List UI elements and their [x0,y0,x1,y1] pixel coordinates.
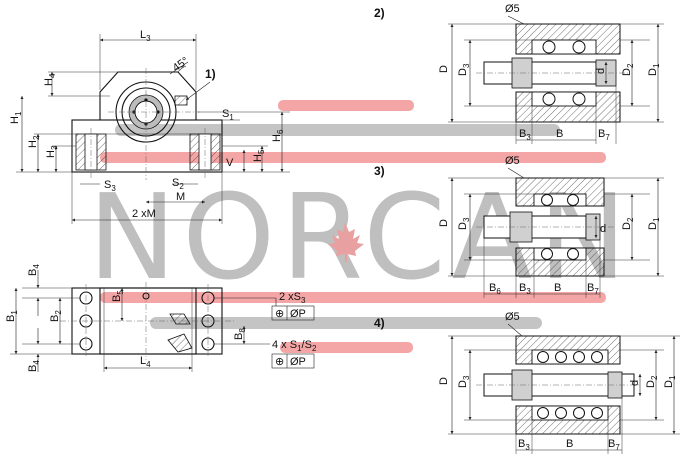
dim-B5: B5 [111,290,125,302]
tolerance-frame-2 [271,353,315,369]
svg-text:D3: D3 [457,63,471,76]
dim-H5: H5 [252,149,266,162]
section-2-phi: Ø5 [505,3,520,15]
svg-text:D1: D1 [647,217,661,230]
callout-1: 1) [205,67,216,81]
svg-text:ØP: ØP [290,308,306,320]
svg-text:D2: D2 [621,217,635,230]
svg-text:⊕: ⊕ [275,308,284,320]
svg-text:B7: B7 [587,282,599,296]
dim-2xM: 2 xM [132,208,156,220]
svg-text:B: B [566,438,573,450]
dim-L4: L4 [140,355,151,369]
section-4-phi: Ø5 [505,311,520,323]
dim-B8: B8 [233,328,247,340]
dim-B4-top: B4 [27,264,41,276]
dim-H4: H4 [43,73,57,86]
svg-text:D1: D1 [663,375,677,388]
pillow-housing [99,71,197,120]
label-4xS1S2: 4 x S1/S2 [272,339,317,353]
section-3-title: 3) [374,164,385,178]
watermark-bar-red-4 [280,342,413,353]
watermark-bar-red-3 [100,292,606,303]
dim-H6: H6 [271,129,285,142]
b2-ball-1 [542,40,556,54]
watermark-bar-gray-2 [150,317,542,329]
svg-text:D3: D3 [457,217,471,230]
bearing-section-4: 4) Ø5 D D3 d D2 D1 [374,311,680,454]
dim-S1: S1 [222,108,234,122]
section-2-title: 2) [374,6,385,20]
bearing-section-2: 2) Ø5 D D3 d D2 D1 [374,3,664,144]
label-2xS3: 2 xS3 [279,291,306,305]
dim-B2: B2 [49,310,63,322]
watermark-bar-red-2 [100,152,606,163]
bearing-section-3: 3) Ø5 D D3 d D2 D1 [374,155,664,298]
svg-text:B3: B3 [519,128,531,142]
pillow-top-view: B4 B1 B2 B4 B5 L4 B8 2 xS3 ⊕ ØP 4 [5,264,317,372]
dim-S3: S3 [104,179,116,193]
dim-M: M [176,191,185,203]
grease-nipple-top [169,313,191,325]
dim-B4-bottom: B4 [27,360,41,372]
svg-text:B: B [554,282,561,294]
svg-text:B7: B7 [598,128,610,142]
svg-text:D1: D1 [647,63,661,76]
dim-H1: H1 [9,111,23,124]
dim-S2: S2 [172,177,184,191]
svg-text:d: d [629,380,641,386]
svg-text:d: d [595,68,607,74]
dim-V: V [226,157,234,169]
svg-text:⊕: ⊕ [275,356,284,368]
watermark-bar-gray-1 [115,124,560,136]
svg-text:B7: B7 [608,438,620,452]
svg-text:B3: B3 [519,282,531,296]
maple-leaf-icon [328,222,364,262]
svg-text:ØP: ØP [290,356,306,368]
svg-text:D3: D3 [457,375,471,388]
pillow-front-view: L3 45° 1) H4 H1 H2 H3 S1 H6 H [9,29,290,224]
grease-nipple [174,95,188,106]
svg-text:B3: B3 [518,438,530,452]
dim-L3: L3 [140,29,151,43]
dim-B1: B1 [5,310,19,322]
tolerance-frame-1 [271,305,315,321]
watermark-bar-red-1 [278,100,414,111]
svg-text:B6: B6 [489,282,501,296]
svg-text:D2: D2 [645,375,659,388]
svg-text:D2: D2 [621,63,635,76]
section-3-phi: Ø5 [505,155,520,167]
svg-text:D: D [438,65,450,73]
svg-text:d: d [600,223,606,235]
svg-text:B: B [556,128,563,140]
dim-H3: H3 [45,145,59,158]
dim-H2: H2 [27,135,41,148]
svg-text:D: D [438,219,450,227]
svg-text:D: D [438,377,450,385]
section-4-title: 4) [374,316,385,330]
